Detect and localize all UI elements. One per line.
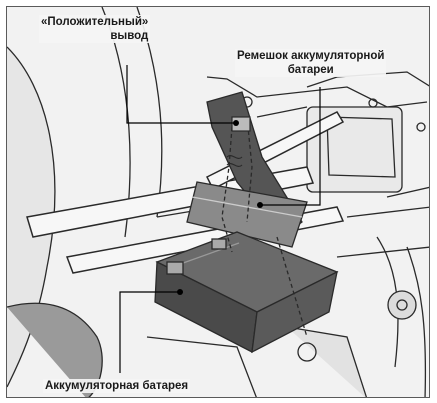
battery-diagram: «Положительный» вывод Ремешок аккумулято…: [6, 6, 430, 398]
frame-tubes: [27, 112, 343, 273]
battery-strap-label-line1: Ремешок аккумуляторной: [237, 49, 384, 63]
battery-label: Аккумуляторная батарея: [43, 379, 190, 393]
positive-terminal-label: «Положительный» вывод: [39, 15, 150, 43]
battery-strap-label: Ремешок аккумуляторной батареи: [235, 49, 386, 77]
positive-terminal-label-line2: вывод: [41, 29, 148, 43]
battery-strap-label-line2: батареи: [237, 63, 384, 77]
positive-terminal-label-line1: «Положительный»: [41, 15, 148, 29]
leader-dot-positive-terminal: [233, 120, 239, 126]
leader-dot-battery-strap: [257, 202, 263, 208]
leader-dot-battery: [177, 289, 183, 295]
